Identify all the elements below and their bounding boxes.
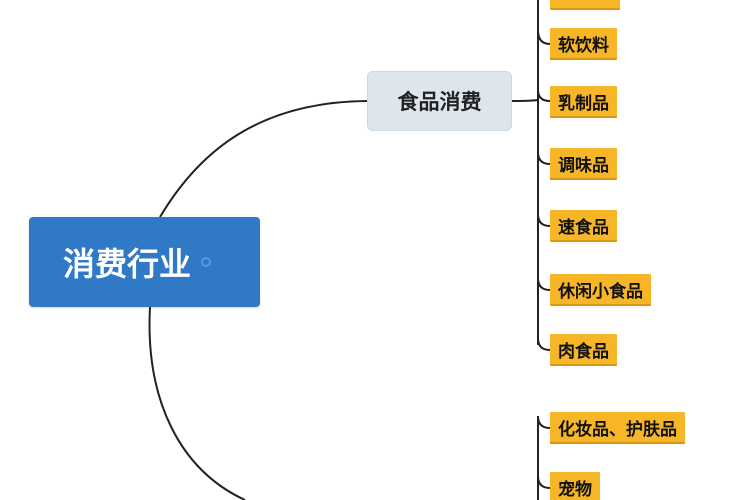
leaf-node[interactable]: 宠物	[550, 472, 600, 500]
leaf-label: 化妆品、护肤品	[558, 419, 677, 440]
leaf-label: 肉食品	[558, 341, 609, 362]
leaf-node[interactable]: 肉食品	[550, 334, 617, 366]
leaf-cut-top[interactable]	[550, 0, 620, 10]
leaf-label: 休闲小食品	[558, 281, 643, 302]
collapse-toggle-icon[interactable]	[201, 257, 212, 267]
connector-root-food	[159, 100, 368, 218]
root-node[interactable]: 消费行业	[29, 217, 260, 307]
branch-node-food[interactable]: 食品消费	[367, 71, 512, 131]
leaf-node[interactable]: 调味品	[550, 148, 617, 180]
leaf-label: 速食品	[558, 217, 609, 238]
connector-food-spine	[511, 99, 539, 102]
leaf-label: 调味品	[558, 155, 609, 176]
leaf-node[interactable]: 化妆品、护肤品	[550, 412, 685, 444]
leaf-node[interactable]: 速食品	[550, 210, 617, 242]
leaf-node[interactable]: 软饮料	[550, 28, 617, 60]
leaf-node[interactable]: 乳制品	[550, 86, 617, 118]
leaf-label: 宠物	[558, 479, 592, 500]
leaf-label: 软饮料	[558, 35, 609, 56]
connector-root-lower	[148, 306, 246, 500]
leaf-label: 乳制品	[558, 93, 609, 114]
branch-label: 食品消费	[397, 90, 482, 114]
leaf-node[interactable]: 休闲小食品	[550, 274, 651, 306]
root-label: 消费行业	[63, 245, 192, 283]
